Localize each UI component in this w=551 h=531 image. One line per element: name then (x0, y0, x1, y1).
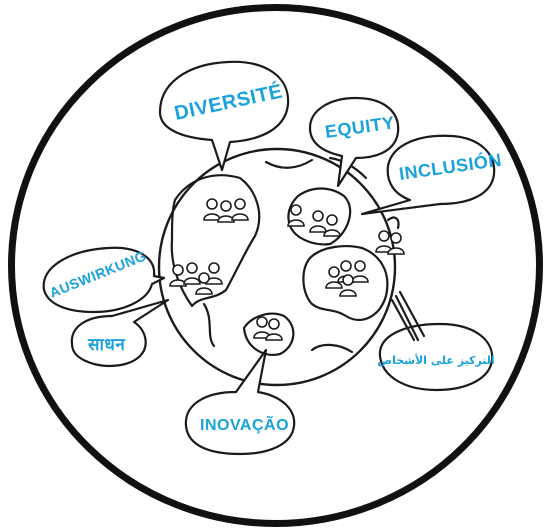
bubble-focus-ar: التركيز على الأشخاص (377, 290, 495, 392)
people-group-icon (325, 260, 369, 297)
label-focus-ar: التركيز على الأشخاص (377, 353, 494, 367)
people-group-icon (287, 204, 341, 237)
bubble-sadhan: साधन (70, 298, 170, 367)
bubble-inclusion: INCLUSIÓN (360, 134, 503, 216)
people-group-icon (203, 198, 249, 223)
people-group-icon (375, 230, 405, 255)
bubble-equity: EQUITY (308, 96, 400, 188)
label-sadhan: साधन (87, 335, 125, 354)
label-inovacao: INOVAÇÃO (200, 414, 289, 434)
bubble-inovacao: INOVAÇÃO (184, 348, 296, 456)
globe-icon (157, 147, 400, 387)
bubble-diversite: DIVERSITÉ (158, 60, 290, 172)
people-group-icon (253, 316, 283, 341)
bubble-auswirkung: AUSWIRKUNG (42, 246, 166, 314)
people-group-icon (169, 262, 223, 295)
